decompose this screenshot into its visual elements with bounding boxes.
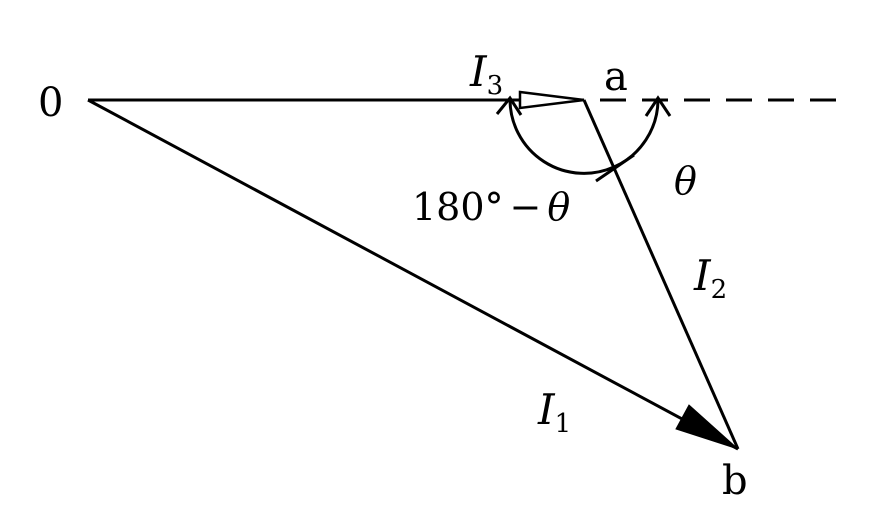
supplement-angle-minus: − [510,185,542,229]
theta-angle-label: θ [674,159,697,203]
vector-i2-subscript: 2 [711,275,728,305]
i1-arrowhead [675,404,739,450]
vector-i3-label: I3 [469,47,503,101]
vector-i1-symbol: I [537,385,556,434]
point-a-label: a [604,54,628,100]
point-origin-label: 0 [38,80,63,126]
theta-arc-arrow-icon [644,95,672,117]
arc-intersection-tick [595,153,635,183]
point-b-label: b [722,458,748,504]
i3-arrowhead [518,90,585,110]
supplement-angle-label: 180°−θ [412,185,570,229]
vector-i3-subscript: 3 [487,71,504,101]
supplement-arc-arrow-icon [495,95,523,116]
vector-i1-subscript: 1 [555,409,572,439]
vector-i2-label: I2 [693,251,727,305]
line-origin-to-b [87,98,739,451]
vector-i2-symbol: I [693,251,712,300]
line-a-to-b [582,99,740,450]
supplement-angle-value: 180° [412,185,504,229]
supplement-angle-arc [508,99,615,175]
supplement-angle-symbol: θ [547,185,570,229]
vector-i1-label: I1 [537,385,571,439]
vector-i3-symbol: I [469,47,488,96]
